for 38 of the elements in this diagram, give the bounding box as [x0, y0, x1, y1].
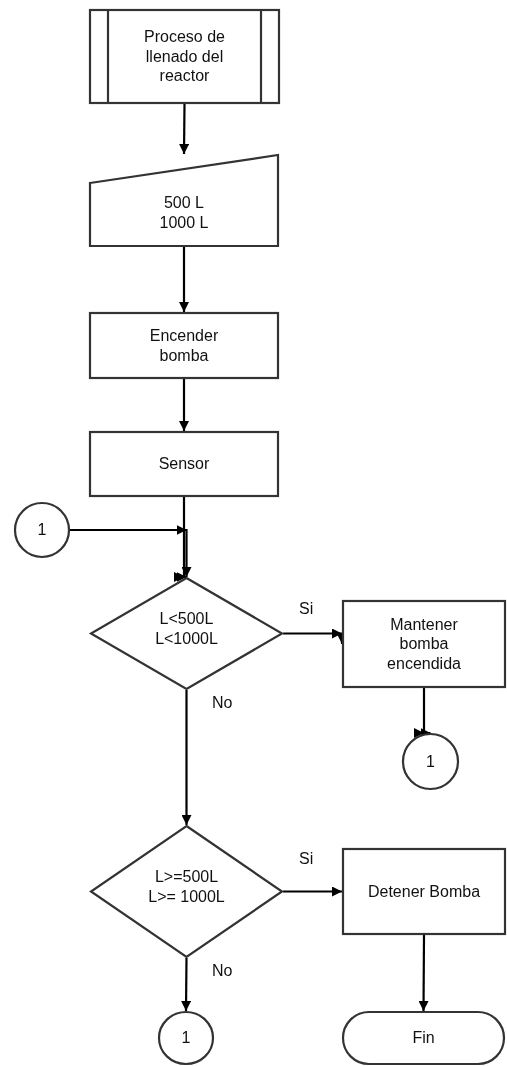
decision-diamond [90, 825, 283, 958]
node-text: 1 [181, 1028, 191, 1048]
process-box [342, 848, 506, 935]
manual-input-shape [89, 154, 279, 247]
process-box [89, 312, 279, 379]
arrow [283, 629, 344, 644]
node-text: Detener Bomba [367, 881, 481, 902]
process-box [342, 600, 506, 688]
arrow [418, 935, 429, 1011]
decision-diamond [90, 577, 283, 690]
node-text: Mantener bomba encendida [386, 614, 462, 674]
node-text: Encender bomba [148, 326, 220, 365]
connector-circle [14, 502, 70, 558]
arrow [70, 525, 192, 577]
process-box [89, 431, 279, 497]
node-text: L>= 1000L [148, 886, 225, 906]
node-text: L<1000L [155, 628, 218, 648]
arrow [179, 104, 190, 154]
node-text: Proceso de llenado del reactor [143, 27, 226, 86]
node-text: L>=500L [154, 867, 219, 887]
node-text: Sensor [158, 454, 210, 474]
arrow [283, 886, 342, 897]
arrow [181, 690, 192, 825]
arrow [179, 247, 189, 312]
subprocess-box [89, 9, 280, 104]
node-text: 500 L [163, 193, 204, 213]
terminal-shape [342, 1011, 505, 1065]
connector-circle [402, 733, 459, 790]
connector-circle [158, 1011, 214, 1065]
node-text: Fin [412, 1028, 435, 1048]
node-text: 1 [426, 751, 435, 772]
node-text: 1 [37, 520, 47, 540]
arrow [174, 497, 187, 582]
arrow [181, 958, 192, 1011]
node-text: L<500L [159, 609, 214, 629]
arrow [414, 688, 431, 736]
node-text: 1000 L [159, 212, 209, 232]
arrow [179, 379, 189, 431]
